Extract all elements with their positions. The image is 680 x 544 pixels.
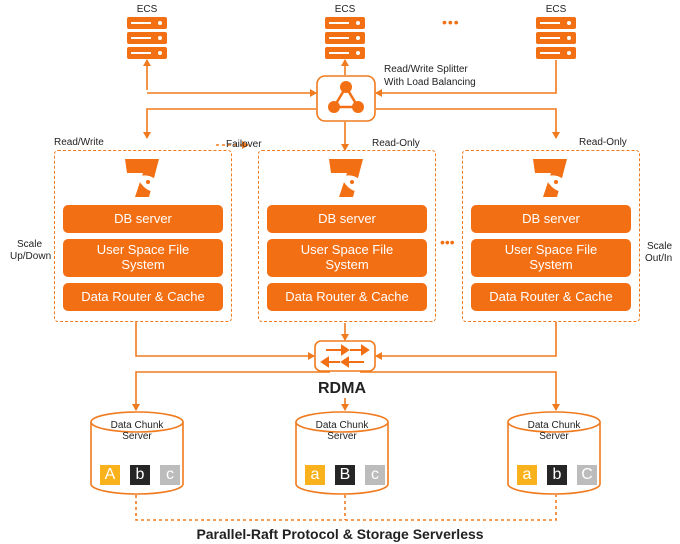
scale-left-line1: Scale	[17, 239, 43, 250]
splitter-label-line1: Read/Write Splitter	[384, 64, 468, 75]
server-stack-icon	[127, 17, 167, 59]
data-block: c	[365, 465, 385, 485]
chunk-label-line2: Server	[539, 431, 569, 442]
data-block: b	[547, 465, 567, 485]
router-cache-bar: Data Router & Cache	[471, 283, 631, 311]
scale-left-line2: Up/Down	[10, 251, 52, 262]
mode-read-only-2: Read-Only	[579, 137, 627, 148]
db-server-bar: DB server	[267, 205, 427, 233]
chunk-server-label: Data Chunk Server	[294, 420, 390, 442]
data-block: b	[130, 465, 150, 485]
data-block: C	[577, 465, 597, 485]
scale-right-line1: Scale	[647, 241, 673, 252]
splitter-label-line2: With Load Balancing	[384, 77, 476, 88]
chunk-server-label: Data Chunk Server	[89, 420, 185, 442]
rdma-label: RDMA	[318, 380, 366, 397]
file-system-bar: User Space File System	[471, 239, 631, 277]
db-node-read-only-1: DB server User Space File System Data Ro…	[258, 150, 436, 322]
file-system-line2: System	[121, 257, 165, 272]
chunk-label-line1: Data Chunk	[110, 420, 164, 431]
file-system-bar: User Space File System	[63, 239, 223, 277]
db-server-bar: DB server	[63, 205, 223, 233]
mode-read-only-1: Read-Only	[372, 138, 420, 149]
polardb-logo-icon	[329, 159, 363, 197]
file-system-line2: System	[325, 257, 369, 272]
router-cache-bar: Data Router & Cache	[267, 283, 427, 311]
rdma-switch-icon	[314, 340, 376, 372]
data-block: a	[517, 465, 537, 485]
data-block: A	[100, 465, 120, 485]
polardb-logo-icon	[125, 159, 159, 197]
cluster-ellipsis: •••	[440, 234, 455, 250]
ecs-label-3: ECS	[545, 4, 567, 15]
db-node-read-only-2: DB server User Space File System Data Ro…	[462, 150, 640, 322]
chunk-label-line1: Data Chunk	[527, 420, 581, 431]
file-system-line1: User Space File	[504, 242, 598, 257]
file-system-line2: System	[529, 257, 573, 272]
ecs-ellipsis: •••	[442, 14, 460, 30]
mode-failover: Failover	[226, 139, 262, 150]
chunk-label-line2: Server	[327, 431, 357, 442]
mode-read-write: Read/Write	[54, 137, 104, 148]
load-balancer-icon	[316, 75, 376, 122]
ecs-label-2: ECS	[334, 4, 356, 15]
file-system-line1: User Space File	[96, 242, 190, 257]
data-block: c	[160, 465, 180, 485]
footer-title: Parallel-Raft Protocol & Storage Serverl…	[196, 526, 484, 542]
data-block: a	[305, 465, 325, 485]
ecs-label-1: ECS	[136, 4, 158, 15]
data-block: B	[335, 465, 355, 485]
scale-right-line2: Out/In	[645, 253, 673, 264]
db-node-read-write: DB server User Space File System Data Ro…	[54, 150, 232, 322]
db-server-bar: DB server	[471, 205, 631, 233]
chunk-label-line2: Server	[122, 431, 152, 442]
chunk-label-line1: Data Chunk	[315, 420, 369, 431]
file-system-line1: User Space File	[300, 242, 394, 257]
server-stack-icon	[536, 17, 576, 59]
router-cache-bar: Data Router & Cache	[63, 283, 223, 311]
file-system-bar: User Space File System	[267, 239, 427, 277]
server-stack-icon	[325, 17, 365, 59]
polardb-logo-icon	[533, 159, 567, 197]
chunk-server-label: Data Chunk Server	[506, 420, 602, 442]
